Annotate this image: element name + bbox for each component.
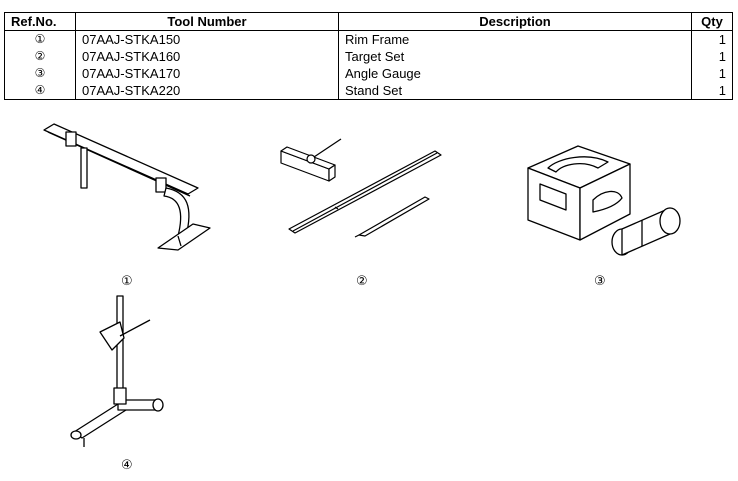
rim-frame-label: ① bbox=[121, 274, 133, 289]
angle-gauge-illustration bbox=[527, 145, 681, 256]
stand-set-illustration bbox=[70, 295, 164, 447]
row-description: Rim Frame bbox=[338, 30, 692, 48]
rim-frame-illustration bbox=[43, 123, 211, 251]
row-tool-number: 07AAJ-STKA160 bbox=[75, 48, 339, 65]
header-tool-number: Tool Number bbox=[75, 12, 339, 31]
header-ref-no: Ref.No. bbox=[4, 12, 76, 31]
header-qty: Qty bbox=[691, 12, 733, 31]
target-set-label: ② bbox=[356, 274, 368, 289]
tools-table: Ref.No. Tool Number Description Qty ① 07… bbox=[4, 12, 733, 100]
target-set-illustration bbox=[280, 138, 442, 238]
stand-set-label: ④ bbox=[121, 458, 133, 473]
table-row: ④ 07AAJ-STKA220 Stand Set 1 bbox=[4, 82, 733, 100]
row-qty: 1 bbox=[691, 48, 733, 65]
row-ref: ③ bbox=[4, 65, 76, 82]
row-tool-number: 07AAJ-STKA150 bbox=[75, 30, 339, 48]
table-header-row: Ref.No. Tool Number Description Qty bbox=[4, 12, 733, 31]
row-tool-number: 07AAJ-STKA170 bbox=[75, 65, 339, 82]
angle-gauge-label: ③ bbox=[594, 274, 606, 289]
table-row: ① 07AAJ-STKA150 Rim Frame 1 bbox=[4, 30, 733, 48]
row-qty: 1 bbox=[691, 65, 733, 82]
row-tool-number: 07AAJ-STKA220 bbox=[75, 82, 339, 100]
row-description: Angle Gauge bbox=[338, 65, 692, 82]
header-description: Description bbox=[338, 12, 692, 31]
table-row: ② 07AAJ-STKA160 Target Set 1 bbox=[4, 48, 733, 65]
row-description: Target Set bbox=[338, 48, 692, 65]
row-qty: 1 bbox=[691, 82, 733, 100]
table-row: ③ 07AAJ-STKA170 Angle Gauge 1 bbox=[4, 65, 733, 82]
row-ref: ② bbox=[4, 48, 76, 65]
row-ref: ① bbox=[4, 30, 76, 48]
row-qty: 1 bbox=[691, 30, 733, 48]
row-ref: ④ bbox=[4, 82, 76, 100]
row-description: Stand Set bbox=[338, 82, 692, 100]
